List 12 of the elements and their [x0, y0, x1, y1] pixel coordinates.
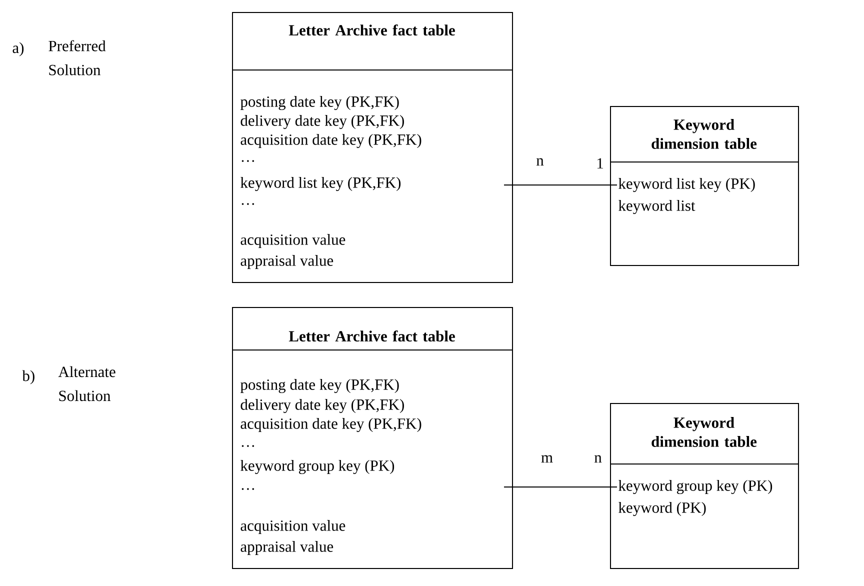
cardinality-label: m [541, 455, 553, 462]
table-box: Keyword dimension table keyword group key (PK) keyword (PK) [610, 403, 799, 569]
table-box: Letter Archive fact table posting date key (PK,FK) delivery date key (PK,FK) acquisition date key (PK,FK) … keyword list key (PK,FK) … acquisition value appraisal value [232, 12, 513, 283]
caption-label: b) [22, 370, 34, 384]
cardinality-label: n [536, 158, 544, 166]
table-box: Letter Archive fact table posting date key (PK,FK) delivery date key (PK,FK) acquisition date key (PK,FK) … keyword group key (PK) … acquisition value appraisal value [232, 307, 513, 569]
table-box: Keyword dimension table keyword list key (PK) keyword list [610, 106, 799, 266]
connector-line [504, 184, 618, 186]
caption-label: Alternate Solution [58, 366, 116, 402]
caption-label: a) [12, 42, 24, 56]
connector-line [504, 486, 618, 488]
caption-label: Preferred Solution [48, 40, 106, 76]
